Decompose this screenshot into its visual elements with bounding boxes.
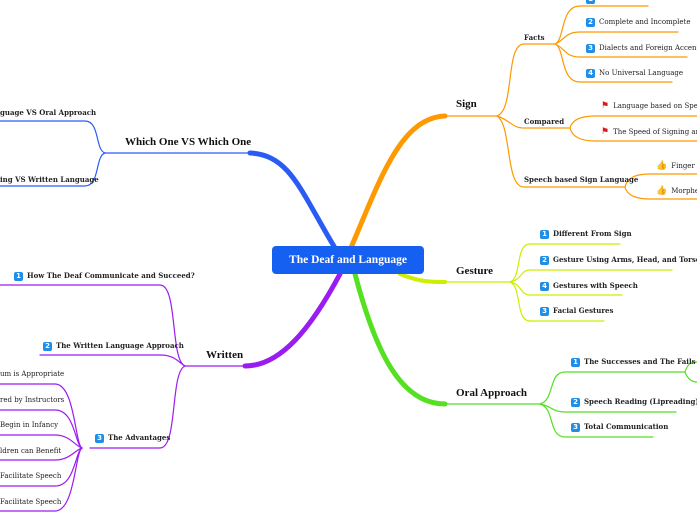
number-badge-icon: 1 xyxy=(540,229,549,239)
item-label: Language based on Speech v xyxy=(613,102,697,110)
item-label: Dialects and Foreign Accents xyxy=(599,44,697,52)
compared-item-1[interactable]: ⚑Language based on Speech v xyxy=(601,101,697,111)
topic-written[interactable]: Written xyxy=(206,349,244,361)
item-label: The Speed of Signing and Sp xyxy=(613,128,697,136)
facts-item-2[interactable]: 2 Complete and Incomplete xyxy=(586,17,691,27)
gesture-item-4[interactable]: 3 Facial Gestures xyxy=(540,306,613,316)
written-item-2[interactable]: 2 The Written Language Approach xyxy=(43,341,184,351)
topic-oral-approach[interactable]: Oral Approach xyxy=(456,387,528,399)
item-label: Gestures with Speech xyxy=(553,281,638,290)
speech-based-item-2[interactable]: 👍Morphem xyxy=(656,186,697,196)
which-item-1[interactable]: guage VS Oral Approach xyxy=(0,108,97,117)
which-item-2[interactable]: ing VS Written Language xyxy=(0,175,99,184)
item-label: Morphem xyxy=(671,187,697,195)
item-label: How The Deaf Communicate and Succeed? xyxy=(27,271,195,280)
facts-item-1[interactable]: 1 xyxy=(586,0,599,4)
item-label: The Successes and The Fails xyxy=(584,357,696,366)
number-badge-icon: 1 xyxy=(571,357,580,367)
red-flag-icon: ⚑ xyxy=(601,101,610,111)
advantage-item[interactable]: Facilitate Speech xyxy=(0,498,62,506)
number-badge-icon: 1 xyxy=(14,271,23,281)
item-label: Speech Reading (Lipreading) xyxy=(584,397,697,406)
advantage-item[interactable]: Begin in Infancy xyxy=(0,421,59,429)
number-badge-icon: 2 xyxy=(571,397,580,407)
item-label: Facial Gestures xyxy=(553,306,614,315)
subtopic-compared[interactable]: Compared xyxy=(524,117,565,126)
facts-item-3[interactable]: 3 Dialects and Foreign Accents xyxy=(586,43,697,53)
advantage-item[interactable]: Facilitate Speech xyxy=(0,472,62,480)
item-label: Total Communication xyxy=(584,422,669,431)
item-label: The Advantages xyxy=(108,433,171,442)
gesture-item-2[interactable]: 2 Gesture Using Arms, Head, and Torso xyxy=(540,255,697,265)
compared-item-2[interactable]: ⚑The Speed of Signing and Sp xyxy=(601,127,697,137)
gesture-item-3[interactable]: 4 Gestures with Speech xyxy=(540,281,638,291)
item-label: The Written Language Approach xyxy=(56,341,184,350)
speech-based-item-1[interactable]: 👍Finger sp xyxy=(656,161,697,171)
thumbs-up-icon: 👍 xyxy=(656,186,668,196)
item-label: Different From Sign xyxy=(553,229,632,238)
central-topic[interactable]: The Deaf and Language xyxy=(272,246,424,274)
oral-item-3[interactable]: 3 Total Communication xyxy=(571,422,668,432)
number-badge-icon: 4 xyxy=(586,68,595,78)
item-label: Gesture Using Arms, Head, and Torso xyxy=(553,255,697,264)
thumbs-up-icon: 👍 xyxy=(656,161,668,171)
item-label: Complete and Incomplete xyxy=(599,18,691,26)
written-item-3[interactable]: 3 The Advantages xyxy=(95,433,170,443)
written-item-1[interactable]: 1 How The Deaf Communicate and Succeed? xyxy=(14,271,195,281)
number-badge-icon: 2 xyxy=(540,255,549,265)
oral-item-1[interactable]: 1 The Successes and The Fails xyxy=(571,357,696,367)
advantage-item[interactable]: ldren can Benefit xyxy=(0,447,62,455)
item-label: No Universal Language xyxy=(599,69,683,77)
number-badge-icon: 3 xyxy=(95,433,104,443)
facts-item-4[interactable]: 4 No Universal Language xyxy=(586,68,683,78)
number-badge-icon: 3 xyxy=(571,422,580,432)
number-badge-icon: 4 xyxy=(540,281,549,291)
item-label: Finger sp xyxy=(671,162,697,170)
oral-item-2[interactable]: 2 Speech Reading (Lipreading) xyxy=(571,397,697,407)
red-flag-icon: ⚑ xyxy=(601,127,610,137)
number-badge-icon: 3 xyxy=(540,306,549,316)
gesture-item-1[interactable]: 1 Different From Sign xyxy=(540,229,632,239)
topic-sign[interactable]: Sign xyxy=(456,98,477,110)
number-badge-icon: 1 xyxy=(586,0,595,4)
topic-which-one[interactable]: Which One VS Which One xyxy=(125,136,252,148)
topic-gesture[interactable]: Gesture xyxy=(456,265,494,277)
number-badge-icon: 2 xyxy=(43,341,52,351)
number-badge-icon: 3 xyxy=(586,43,595,53)
subtopic-speech-based[interactable]: Speech based Sign Language xyxy=(524,175,639,184)
advantage-item[interactable]: um is Appropriate xyxy=(0,370,65,378)
subtopic-facts[interactable]: Facts xyxy=(524,33,545,42)
number-badge-icon: 2 xyxy=(586,17,595,27)
advantage-item[interactable]: red by Instructors xyxy=(0,396,65,404)
